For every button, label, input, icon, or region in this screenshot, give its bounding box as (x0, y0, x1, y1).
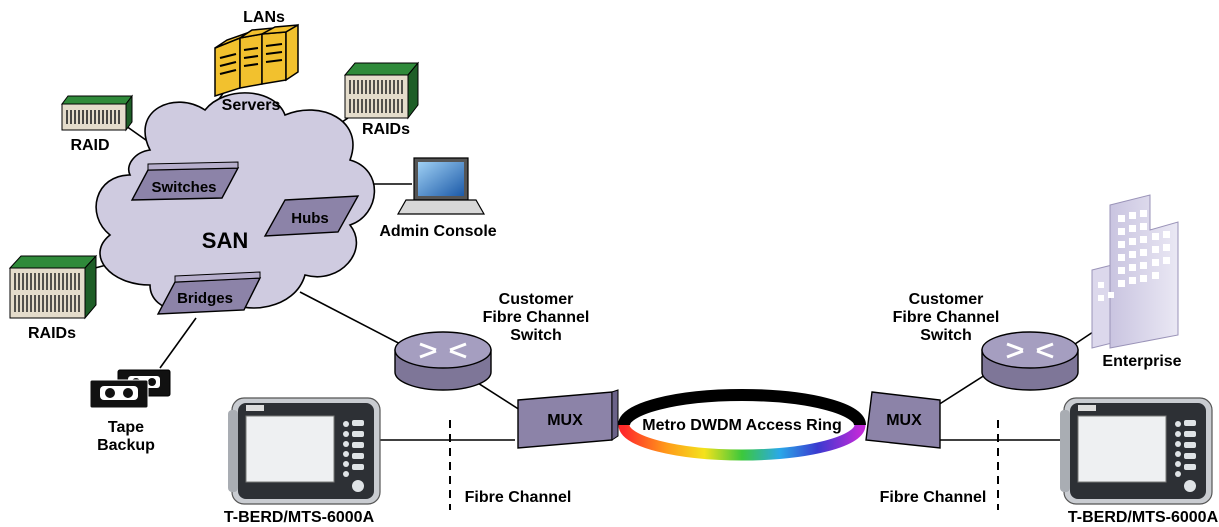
raids-label-left: RAIDs (28, 325, 76, 342)
fc-switch-icon-right (981, 331, 1079, 391)
admin-console-label: Admin Console (379, 223, 496, 240)
hubs-box (263, 195, 360, 237)
laptop-icon (396, 157, 486, 215)
servers-icon (214, 23, 299, 98)
fc-label-left: Fibre Channel (465, 489, 572, 506)
labels: LANs Servers RAID RAIDs RAIDs Admin Cons… (28, 9, 1219, 526)
mux-box-right (865, 391, 941, 449)
fc-label-right: Fibre Channel (880, 489, 987, 506)
tberd-device-left (228, 397, 381, 505)
tberd-device-right (1060, 397, 1213, 505)
dwdm-ring (618, 389, 866, 461)
tberd-label-left: T-BERD/MTS-6000A (224, 509, 375, 526)
switches-box (130, 161, 240, 201)
cust-switch-left-line2: Fibre Channel (483, 309, 590, 326)
cust-switch-left-line3: Switch (510, 327, 562, 344)
tberd-label-right: T-BERD/MTS-6000A (1068, 509, 1219, 526)
cust-switch-right-line3: Switch (920, 327, 972, 344)
tape-backup-icon (89, 369, 171, 409)
cust-switch-right-line1: Customer (909, 291, 984, 308)
hubs-label: Hubs (291, 210, 329, 227)
fc-switch-icon-left (394, 331, 492, 391)
bridges-label: Bridges (177, 290, 233, 307)
building-icon (1091, 194, 1179, 349)
ring-label: Metro DWDM Access Ring (642, 417, 841, 434)
mux-label-left: MUX (547, 412, 583, 429)
cust-switch-right-line2: Fibre Channel (893, 309, 1000, 326)
lans-label: LANs (243, 9, 285, 26)
raids-label-top: RAIDs (362, 121, 410, 138)
raid-icon-top (61, 94, 133, 132)
bridges-box (156, 271, 262, 315)
raids-icon-left (8, 254, 98, 320)
tape-label-line2: Backup (97, 437, 155, 454)
raids-icon-top (343, 61, 420, 120)
mux-box-left (517, 389, 619, 449)
san-cloud (95, 92, 376, 313)
san-label: SAN (202, 228, 248, 253)
enterprise-label: Enterprise (1102, 353, 1181, 370)
mux-label-right: MUX (886, 412, 922, 429)
cust-switch-left-line1: Customer (499, 291, 574, 308)
tape-label-line1: Tape (108, 419, 144, 436)
raid-label-top: RAID (70, 137, 109, 154)
servers-label: Servers (222, 97, 281, 114)
switches-label: Switches (151, 179, 216, 196)
